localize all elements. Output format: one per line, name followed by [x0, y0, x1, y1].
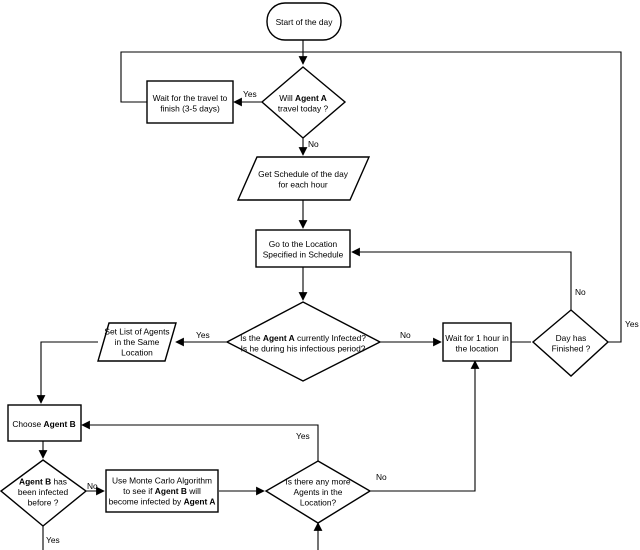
- edge-label-travel-yes: Yes: [243, 89, 257, 99]
- edge-label-more-yes: Yes: [296, 431, 310, 441]
- infected-check-decision: [225, 301, 382, 382]
- edge-label-infected-yes: Yes: [196, 330, 210, 340]
- edge-label-travel-no: No: [308, 139, 319, 149]
- edge-label-b-no: No: [87, 481, 98, 491]
- schedule-parallelogram: [236, 156, 371, 201]
- wait-travel-box: [146, 80, 234, 124]
- goto-location-box: [255, 229, 351, 268]
- edge-label-day-no: No: [575, 287, 586, 297]
- travel-check-decision: [260, 66, 347, 139]
- edge-set-list-to-choose: [36, 341, 98, 404]
- shapes: [0, 2, 610, 527]
- edge-label-infected-no: No: [400, 330, 411, 340]
- more-agents-decision: [264, 460, 372, 524]
- edge-more-yes: [81, 420, 319, 461]
- connectors: [36, 40, 622, 550]
- infected-check-label: Is the Agent A currently Infected?Is he …: [240, 333, 366, 354]
- monte-carlo-box: [105, 469, 219, 513]
- edge-label-more-no: No: [376, 472, 387, 482]
- choose-agent-label: Choose Agent B: [12, 419, 75, 429]
- edge-day-yes: [303, 51, 622, 343]
- start-label: Start of the day: [276, 17, 334, 27]
- wait-hour-box: [442, 322, 512, 362]
- b-infected-decision: [0, 459, 88, 527]
- edge-label-b-yes: Yes: [46, 535, 60, 545]
- choose-agent-box: [7, 404, 82, 442]
- start-terminator: [266, 2, 342, 41]
- edge-day-no: [351, 247, 572, 310]
- edge-label-day-yes: Yes: [625, 319, 639, 329]
- set-list-parallelogram: [97, 322, 177, 362]
- edge-labels: Yes No Yes No No Yes Yes No No Yes: [46, 89, 639, 545]
- edge-wait-travel-loop: [120, 51, 303, 103]
- day-finished-decision: [531, 309, 610, 377]
- edge-more-no: [370, 360, 480, 492]
